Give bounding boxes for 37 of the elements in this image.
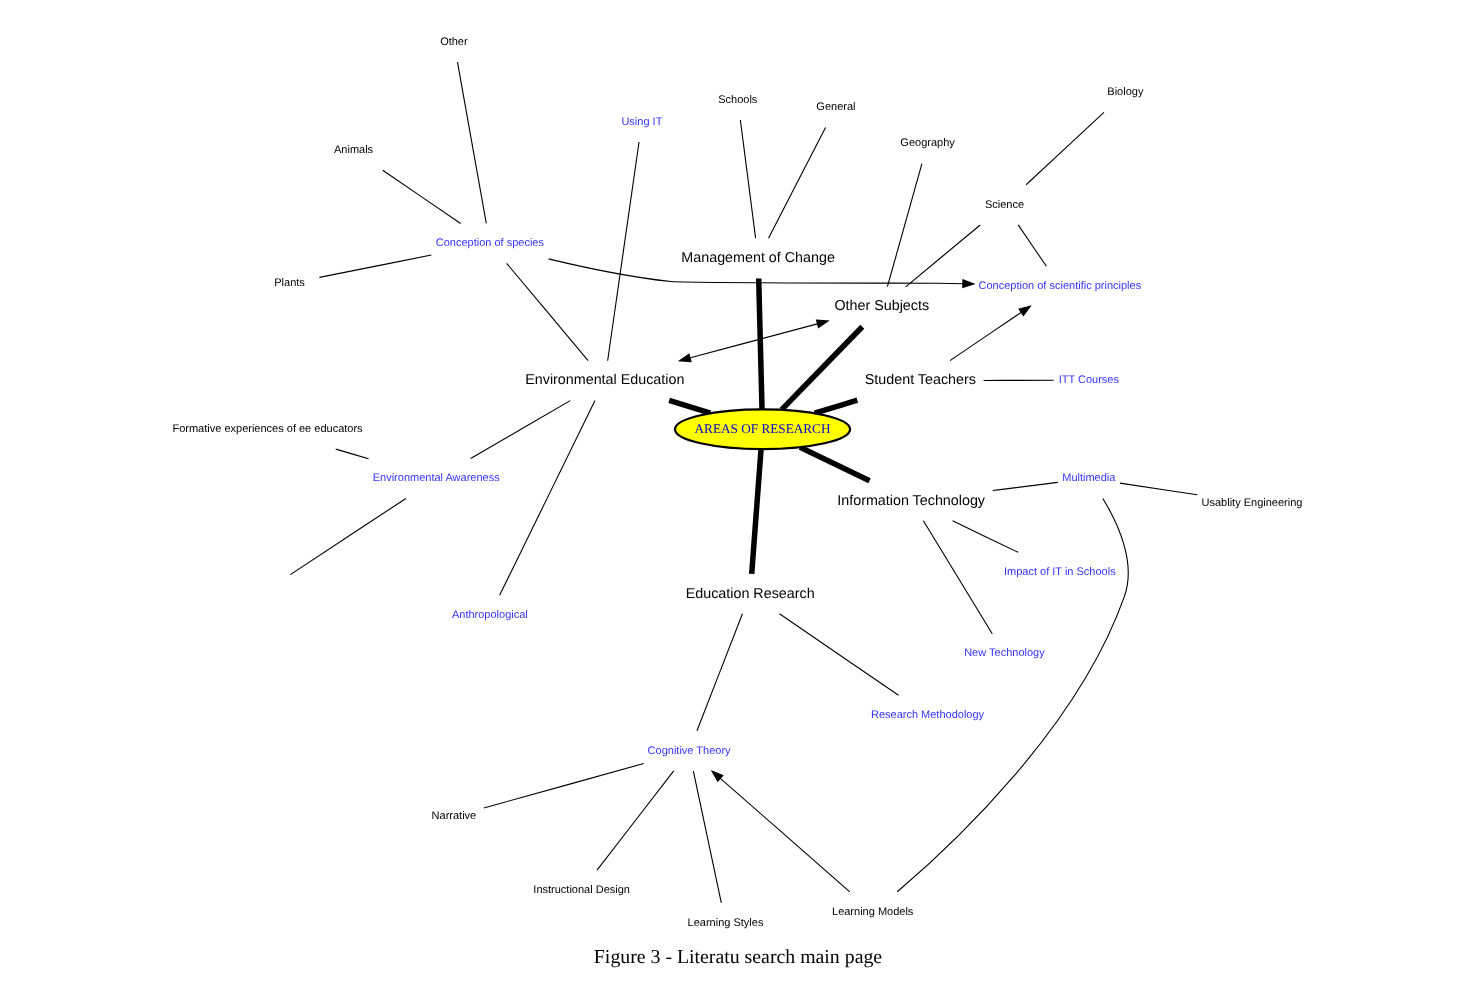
connector xyxy=(813,396,859,415)
arrow xyxy=(677,318,830,362)
connector xyxy=(499,399,596,595)
connector xyxy=(596,769,675,870)
connector xyxy=(767,126,827,238)
connector xyxy=(748,447,764,574)
connector xyxy=(289,496,407,575)
connector xyxy=(470,399,571,458)
arrow xyxy=(949,304,1032,361)
connector xyxy=(456,60,487,223)
connector xyxy=(886,162,923,287)
connector xyxy=(778,612,900,695)
connector xyxy=(607,140,640,361)
connector xyxy=(318,253,432,277)
arrow xyxy=(547,257,976,288)
connector xyxy=(692,769,722,903)
connector xyxy=(896,497,1129,892)
connector xyxy=(696,612,743,731)
connector xyxy=(739,118,757,238)
connector xyxy=(992,480,1059,491)
arrow xyxy=(710,768,851,892)
connector xyxy=(483,762,645,808)
connector xyxy=(668,396,712,415)
connector xyxy=(922,519,993,634)
connector xyxy=(983,378,1055,381)
connector xyxy=(1017,223,1047,266)
connector xyxy=(779,323,865,411)
connector xyxy=(335,447,370,459)
connector xyxy=(798,443,871,483)
connector xyxy=(382,168,462,223)
connector xyxy=(952,519,1019,552)
connector xyxy=(506,261,589,361)
connector xyxy=(1025,110,1105,185)
caption: Figure 3 - Literatu search main page xyxy=(593,946,883,969)
connector xyxy=(1119,481,1198,495)
connector xyxy=(755,277,765,409)
connector xyxy=(905,223,981,287)
